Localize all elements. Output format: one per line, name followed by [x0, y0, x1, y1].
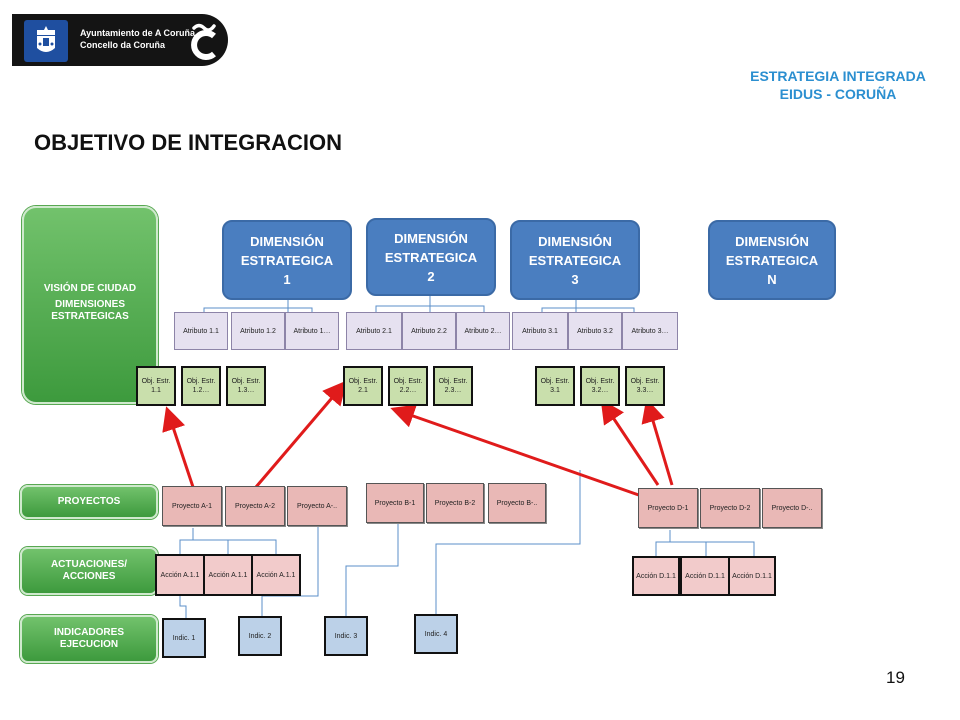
project-d-2: Proyecto D-2 [700, 488, 760, 528]
acciones-block: ACTUACIONES/ ACCIONES [20, 547, 158, 595]
dimension-n-line2: ESTRATEGICA [725, 252, 819, 268]
vision-title: VISIÓN DE CIUDAD [43, 283, 137, 294]
dimension-3-line2: ESTRATEGICA [528, 252, 622, 268]
attribute-2-2: Atributo 2.2 [402, 312, 456, 350]
attribute-3-n: Atributo 3… [622, 312, 678, 350]
dimension-n-line3: N [767, 271, 777, 287]
project-b-2: Proyecto B-2 [426, 483, 484, 523]
action-a-3: Acción A.1.1 [251, 554, 301, 596]
attribute-1-n: Atributo 1… [285, 312, 339, 350]
objective-2-1: Obj. Estr. 2.1 [343, 366, 383, 406]
action-d-1: Acción D.1.1 [632, 556, 680, 596]
logo-line-2: Concello da Coruña [80, 40, 166, 50]
indicadores-block: INDICADORES EJECUCION [20, 615, 158, 663]
indicator-2: Indic. 2 [238, 616, 282, 656]
action-d-3: Acción D.1.1 [728, 556, 776, 596]
strategy-title-line-1: ESTRATEGIA INTEGRADA [750, 68, 926, 84]
project-b-n: Proyecto B-.. [488, 483, 546, 523]
dimension-1-line1: DIMENSIÓN [250, 233, 324, 249]
objective-3-3: Obj. Estr. 3.3… [625, 366, 665, 406]
project-a-2: Proyecto A-2 [225, 486, 285, 526]
attribute-1-1: Atributo 1.1 [174, 312, 228, 350]
project-d-1: Proyecto D-1 [638, 488, 698, 528]
dimension-3: DIMENSIÓN ESTRATEGICA 3 [510, 220, 640, 300]
coruna-c-logo-icon [191, 23, 216, 60]
attribute-2-1: Atributo 2.1 [346, 312, 402, 350]
objective-3-2: Obj. Estr. 3.2… [580, 366, 620, 406]
strategy-title-line-2: EIDUS - CORUÑA [779, 86, 897, 102]
proyectos-block: PROYECTOS [20, 485, 158, 519]
coat-of-arms-icon [24, 20, 68, 62]
dimension-1-line2: ESTRATEGICA [240, 252, 334, 268]
dimension-n-line1: DIMENSIÓN [735, 233, 809, 249]
dimension-2-line1: DIMENSIÓN [394, 230, 468, 246]
vision-block-text: VISIÓN DE CIUDAD DIMENSIONES ESTRATEGICA… [24, 283, 156, 323]
action-a-2: Acción A.1.1 [203, 554, 253, 596]
page-title: OBJETIVO DE INTEGRACION [34, 130, 343, 155]
dimension-2-line3: 2 [427, 268, 435, 284]
dimension-2: DIMENSIÓN ESTRATEGICA 2 [366, 218, 496, 296]
objective-2-3: Obj. Estr. 2.3… [433, 366, 473, 406]
objective-1-1: Obj. Estr. 1.1 [136, 366, 176, 406]
objective-2-2: Obj. Estr. 2.2… [388, 366, 428, 406]
vision-subtitle: DIMENSIONES ESTRATEGICAS [51, 299, 129, 322]
dimension-1-line3: 1 [283, 271, 291, 287]
project-b-1: Proyecto B-1 [366, 483, 424, 523]
indicator-1: Indic. 1 [162, 618, 206, 658]
project-a-n: Proyecto A-.. [287, 486, 347, 526]
dimension-3-line3: 3 [571, 271, 579, 287]
dimension-1: DIMENSIÓN ESTRATEGICA 1 [222, 220, 352, 300]
project-d-n: Proyecto D-.. [762, 488, 822, 528]
attribute-3-2: Atributo 3.2 [568, 312, 622, 350]
dimension-n: DIMENSIÓN ESTRATEGICA N [708, 220, 836, 300]
action-d-2: Acción D.1.1 [680, 556, 730, 596]
project-a-1: Proyecto A-1 [162, 486, 222, 526]
objective-1-3: Obj. Estr. 1.3… [226, 366, 266, 406]
attribute-2-n: Atributo 2… [456, 312, 510, 350]
attribute-1-2: Atributo 1.2 [231, 312, 285, 350]
objective-3-1: Obj. Estr. 3.1 [535, 366, 575, 406]
vision-block [22, 206, 158, 404]
dimension-3-line1: DIMENSIÓN [538, 233, 612, 249]
logo-line-1: Ayuntamiento de A Coruña [80, 28, 196, 38]
objective-1-2: Obj. Estr. 1.2… [181, 366, 221, 406]
indicator-3: Indic. 3 [324, 616, 368, 656]
indicator-4: Indic. 4 [414, 614, 458, 654]
attribute-3-1: Atributo 3.1 [512, 312, 568, 350]
action-a-1: Acción A.1.1 [155, 554, 205, 596]
dimension-2-line2: ESTRATEGICA [384, 249, 478, 265]
page-number: 19 [886, 668, 905, 687]
